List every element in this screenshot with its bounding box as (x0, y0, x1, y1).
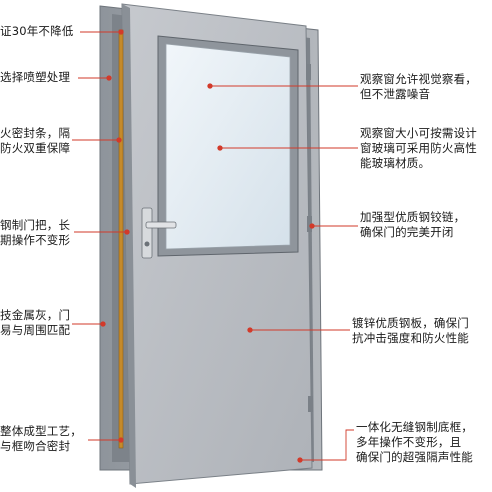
callout-seal: 火密封条，隔 防火双重保障 (0, 126, 71, 155)
callout-color: 技金属灰，门 易与周围匹配 (0, 308, 71, 337)
callout-hinge: 加强型优质钢铰链， 确保门的完美开闭 (360, 210, 466, 239)
callout-panel: 镀锌优质钢板，确保门 抗冲击强度和防火性能 (352, 316, 469, 345)
callout-window-size: 观察窗大小可按需设计 窗玻璃可采用防火高性 能玻璃材质。 (360, 126, 477, 170)
seal-strip (118, 29, 124, 449)
left-callout-lines (72, 29, 130, 443)
hinge-icon (306, 64, 313, 412)
door-handle-icon (141, 207, 177, 259)
callout-window-view: 观察窗允许视觉察看， 但不泄露噪音 (360, 72, 477, 101)
callout-handle: 钢制门把，长 期操作不变形 (0, 218, 71, 247)
callout-warranty: 证30年不降低 (0, 24, 74, 38)
right-callout-lines (207, 83, 358, 463)
callout-coating: 选择喷塑处理 (0, 70, 71, 84)
callout-process: 整体成型工艺， 与框吻合密封 (0, 424, 82, 453)
callout-frame: 一体化无缝钢制底框， 多年操作不变形，且 确保门的超强隔声性能 (356, 420, 473, 464)
window-glass (165, 43, 291, 250)
door-edge (122, 4, 136, 488)
